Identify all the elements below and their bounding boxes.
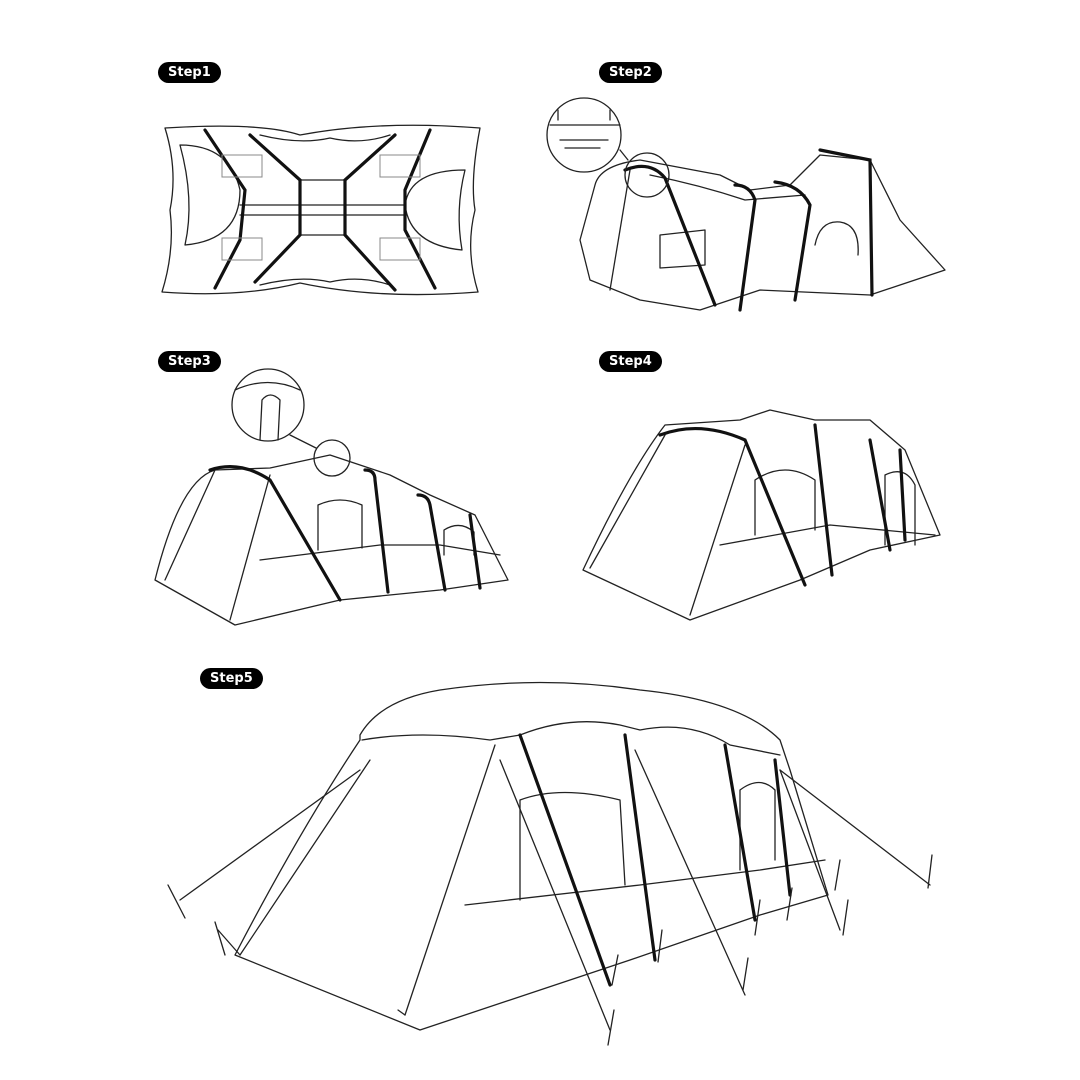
step4-illustration	[582, 409, 941, 621]
step2-label: Step2	[599, 62, 662, 83]
step1-illustration	[161, 124, 481, 296]
step1-label: Step1	[158, 62, 221, 83]
step4-label: Step4	[599, 351, 662, 372]
step2-illustration	[546, 97, 946, 312]
step3-label: Step3	[158, 351, 221, 372]
step3-illustration	[154, 368, 509, 626]
step5-illustration	[167, 681, 933, 1046]
step5-label: Step5	[200, 668, 263, 689]
